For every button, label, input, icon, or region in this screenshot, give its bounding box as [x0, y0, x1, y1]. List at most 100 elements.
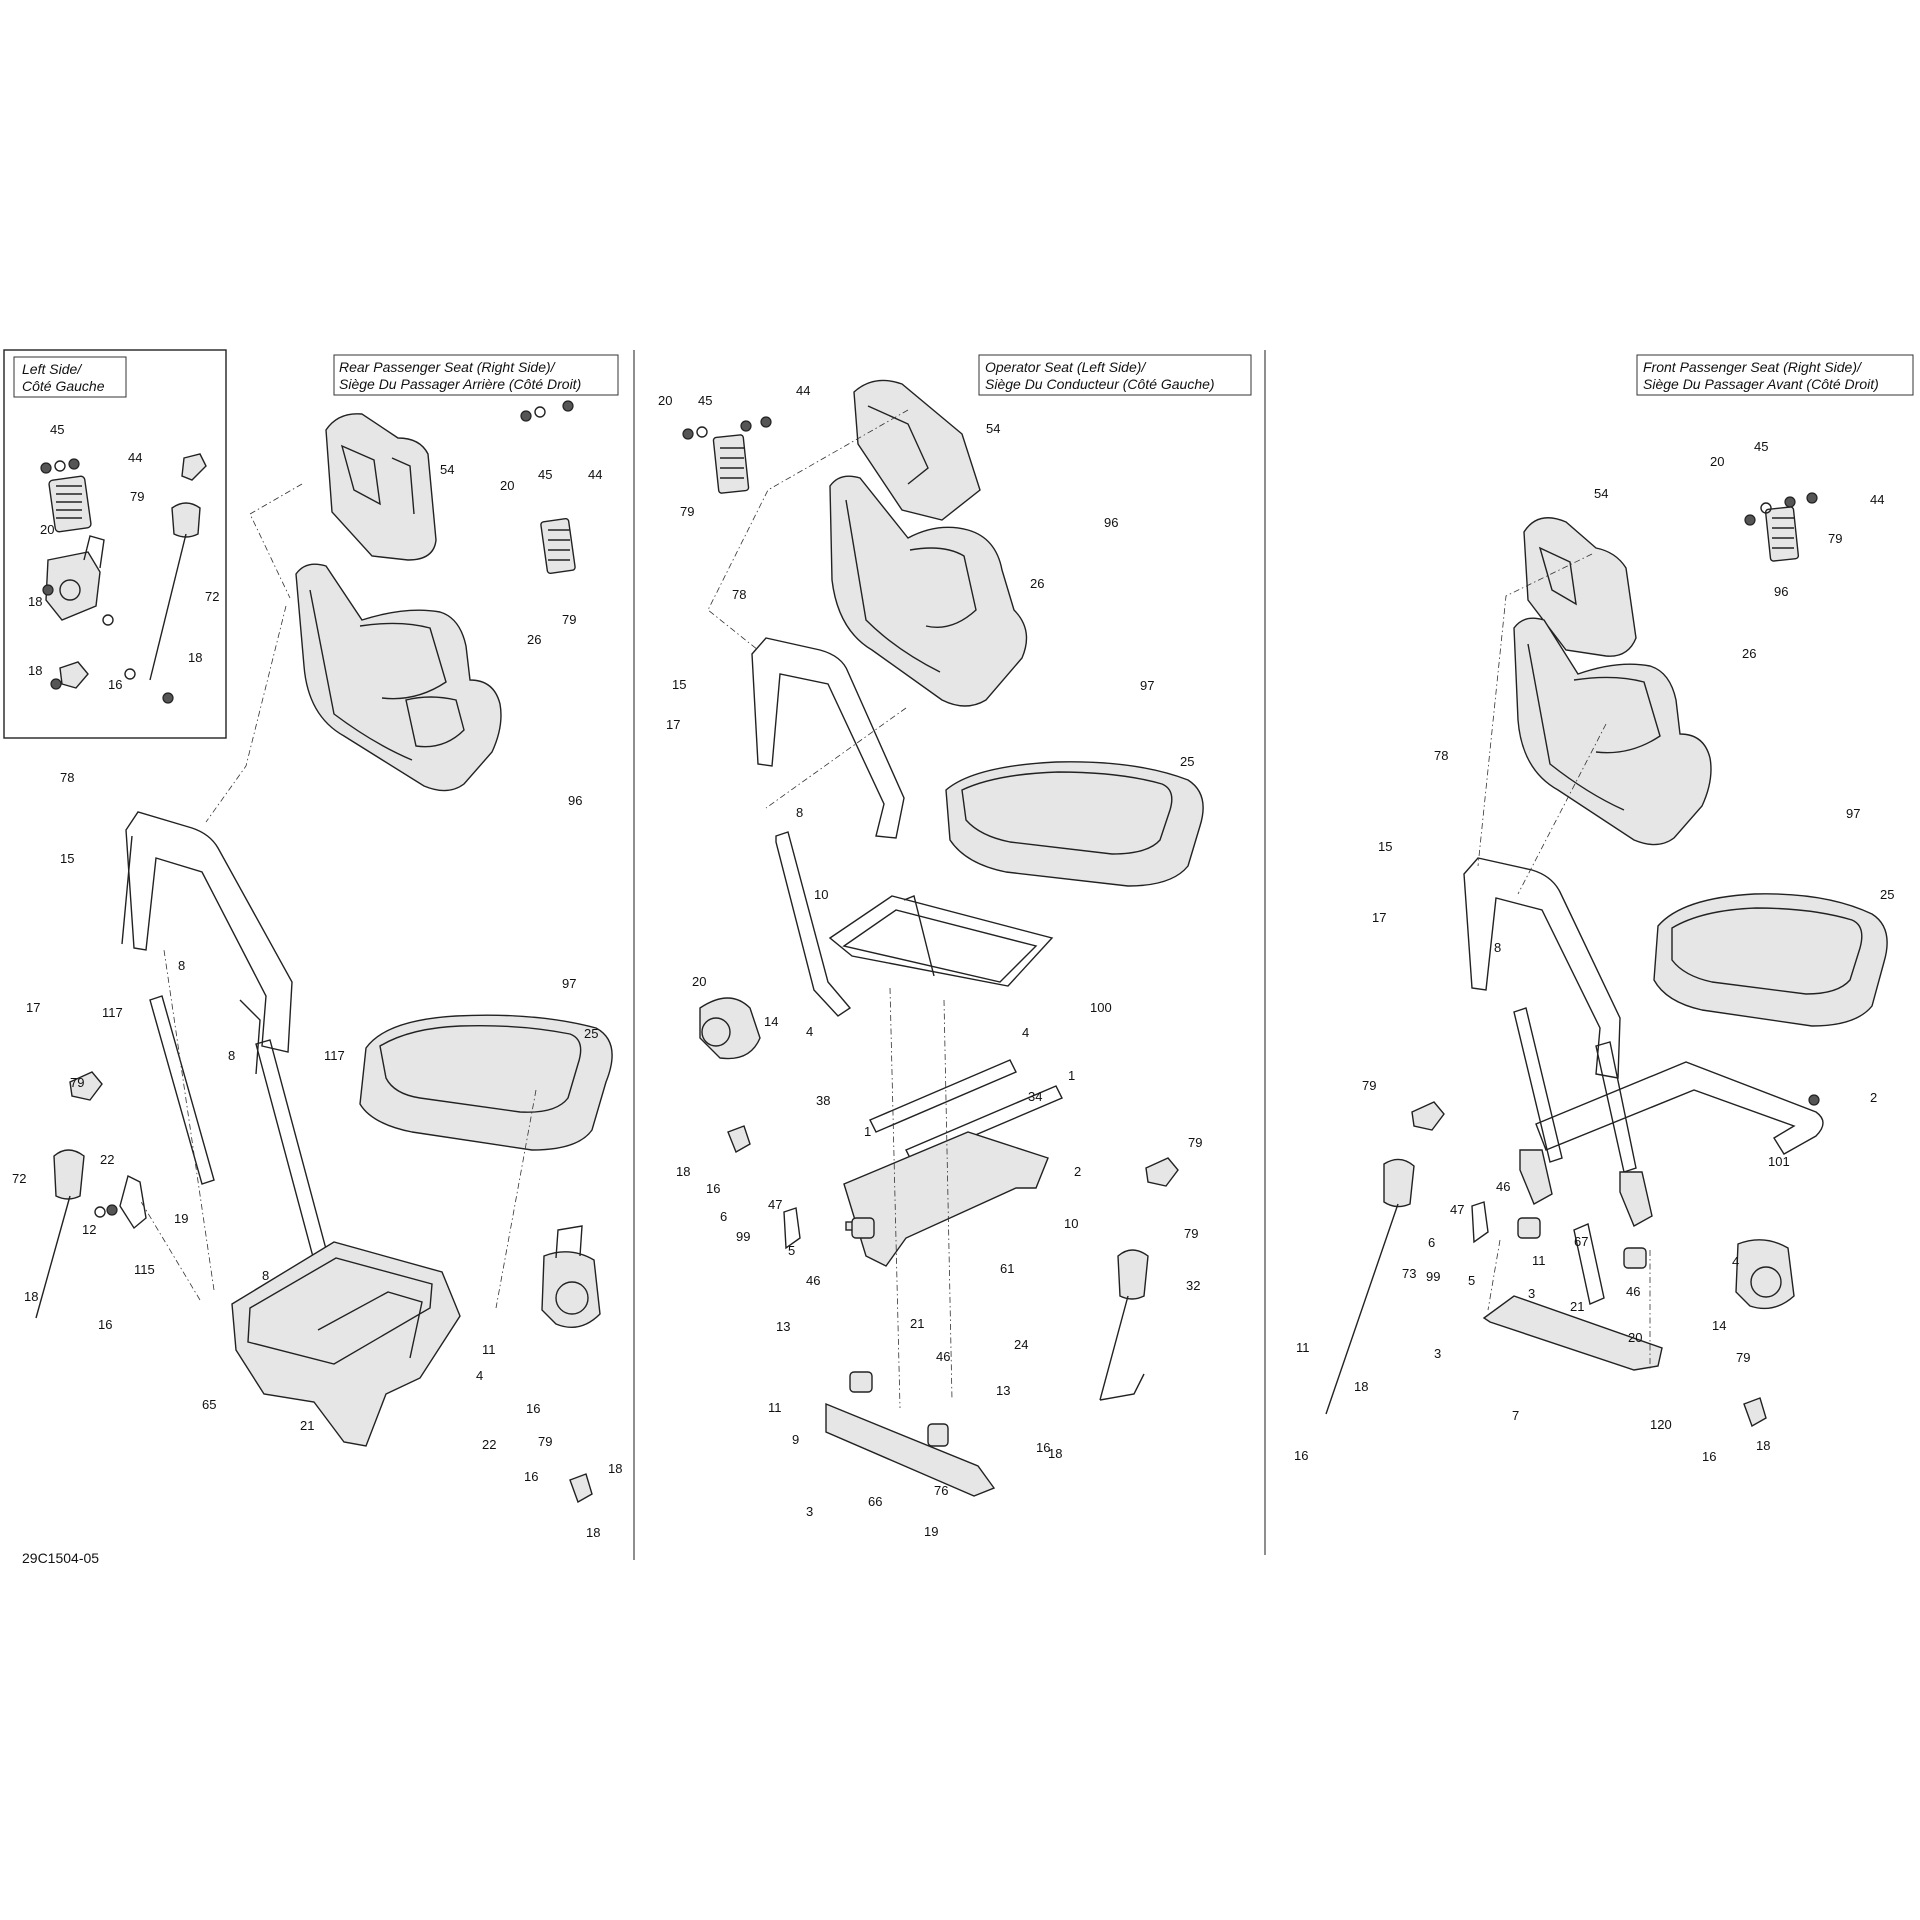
callout-rear-7: 78 — [60, 770, 74, 785]
callout-front-32: 11 — [1296, 1340, 1310, 1355]
callout-rear-28: 4 — [476, 1368, 483, 1383]
left-inset-parts — [40, 453, 207, 704]
callout-front-31: 3 — [1434, 1346, 1441, 1361]
callout-front-14: 2 — [1870, 1090, 1877, 1105]
callout-front-16: 46 — [1496, 1179, 1510, 1194]
callout-front-38: 18 — [1756, 1438, 1770, 1453]
drawing-code: 29C1504-05 — [22, 1550, 99, 1566]
title-left-side-line2: Côté Gauche — [22, 378, 105, 394]
operator-seat-cushion — [945, 761, 1204, 887]
title-rear-passenger: Rear Passenger Seat (Right Side)/ Siège … — [333, 354, 619, 396]
callout-rear-0: 54 — [440, 462, 454, 477]
operator-seat-parts — [682, 379, 1204, 1497]
callout-rear-10: 8 — [178, 958, 185, 973]
callout-rear-33: 16 — [524, 1469, 538, 1484]
callout-operator-7: 78 — [732, 587, 746, 602]
operator-seat-pan — [828, 895, 1054, 987]
front-base-plate — [1482, 1295, 1663, 1371]
callout-operator-11: 97 — [1140, 678, 1154, 693]
front-seat-frame-101 — [1513, 1007, 1824, 1173]
callout-operator-22: 34 — [1028, 1089, 1042, 1104]
callout-operator-10: 8 — [796, 805, 803, 820]
callout-rear-3: 44 — [588, 467, 602, 482]
callout-operator-17: 4 — [1022, 1025, 1029, 1040]
callout-rear-32: 18 — [608, 1461, 622, 1476]
callout-rear-20: 19 — [174, 1211, 188, 1226]
callout-left-side-7: 16 — [108, 677, 122, 692]
callout-operator-30: 10 — [1064, 1216, 1078, 1231]
callout-rear-5: 26 — [527, 632, 541, 647]
callout-operator-45: 76 — [934, 1483, 948, 1498]
callout-left-side-3: 20 — [40, 522, 54, 537]
callout-front-2: 44 — [1870, 492, 1884, 507]
callout-front-19: 99 — [1426, 1269, 1440, 1284]
callout-front-9: 15 — [1378, 839, 1392, 854]
callout-operator-18: 100 — [1090, 1000, 1112, 1015]
callout-front-7: 78 — [1434, 748, 1448, 763]
callout-operator-6: 26 — [1030, 576, 1044, 591]
callout-operator-35: 46 — [806, 1273, 820, 1288]
callout-front-30: 20 — [1628, 1330, 1642, 1345]
rear-tube-right — [255, 1039, 331, 1269]
callout-operator-31: 99 — [736, 1229, 750, 1244]
callout-operator-19: 1 — [1068, 1068, 1075, 1083]
title-operator: Operator Seat (Left Side)/ Siège Du Cond… — [978, 354, 1252, 396]
rear-seat-back — [295, 563, 502, 792]
callout-operator-34: 32 — [1186, 1278, 1200, 1293]
callout-front-33: 16 — [1294, 1448, 1308, 1463]
callout-operator-23: 1 — [864, 1124, 871, 1139]
operator-frame — [751, 637, 905, 839]
front-frame — [1463, 857, 1621, 1079]
callout-operator-27: 79 — [1184, 1226, 1198, 1241]
callout-front-22: 11 — [1532, 1253, 1546, 1268]
rear-headrest — [325, 413, 437, 561]
callout-operator-20: 79 — [1188, 1135, 1202, 1150]
callout-front-10: 17 — [1372, 910, 1386, 925]
callout-rear-34: 18 — [586, 1525, 600, 1540]
callout-rear-27: 11 — [482, 1342, 496, 1357]
callout-operator-28: 47 — [768, 1197, 782, 1212]
callout-operator-40: 13 — [996, 1383, 1010, 1398]
callout-rear-6: 96 — [568, 793, 582, 808]
callout-operator-47: 18 — [1048, 1446, 1062, 1461]
callout-operator-3: 79 — [680, 504, 694, 519]
callout-front-12: 8 — [1494, 940, 1501, 955]
callout-operator-0: 45 — [698, 393, 712, 408]
callout-operator-9: 17 — [666, 717, 680, 732]
rear-seat-base — [231, 1241, 461, 1447]
callout-front-15: 101 — [1768, 1154, 1790, 1169]
callout-rear-23: 18 — [24, 1289, 38, 1304]
rear-seat-parts — [35, 400, 613, 1504]
callout-left-side-8: 18 — [188, 650, 202, 665]
callout-rear-9: 17 — [26, 1000, 40, 1015]
callout-operator-29: 6 — [720, 1209, 727, 1224]
callout-operator-43: 3 — [806, 1504, 813, 1519]
callout-operator-21: 38 — [816, 1093, 830, 1108]
title-front-passenger: Front Passenger Seat (Right Side)/ Siège… — [1636, 354, 1914, 396]
callout-operator-41: 11 — [768, 1400, 782, 1415]
callout-front-21: 67 — [1574, 1234, 1588, 1249]
front-seat-back — [1513, 617, 1712, 846]
callout-operator-46: 16 — [1036, 1440, 1050, 1455]
rear-tube-left — [149, 995, 215, 1185]
callout-rear-25: 65 — [202, 1397, 216, 1412]
callout-rear-22: 8 — [262, 1268, 269, 1283]
callout-rear-4: 79 — [562, 612, 576, 627]
callout-front-35: 7 — [1512, 1408, 1519, 1423]
callout-front-5: 96 — [1774, 584, 1788, 599]
callout-left-side-0: 45 — [50, 422, 64, 437]
callout-front-36: 120 — [1650, 1417, 1672, 1432]
operator-bottom-rail — [825, 1402, 996, 1497]
callout-rear-8: 15 — [60, 851, 74, 866]
callout-rear-14: 97 — [562, 976, 576, 991]
callout-front-23: 3 — [1528, 1286, 1535, 1301]
callout-operator-25: 16 — [706, 1181, 720, 1196]
callout-operator-33: 61 — [1000, 1261, 1014, 1276]
callout-rear-30: 16 — [526, 1401, 540, 1416]
callout-front-17: 47 — [1450, 1202, 1464, 1217]
callout-front-4: 54 — [1594, 486, 1608, 501]
title-operator-line1: Operator Seat (Left Side)/ — [985, 359, 1147, 375]
callout-front-24: 21 — [1570, 1299, 1584, 1314]
callout-operator-1: 44 — [796, 383, 810, 398]
